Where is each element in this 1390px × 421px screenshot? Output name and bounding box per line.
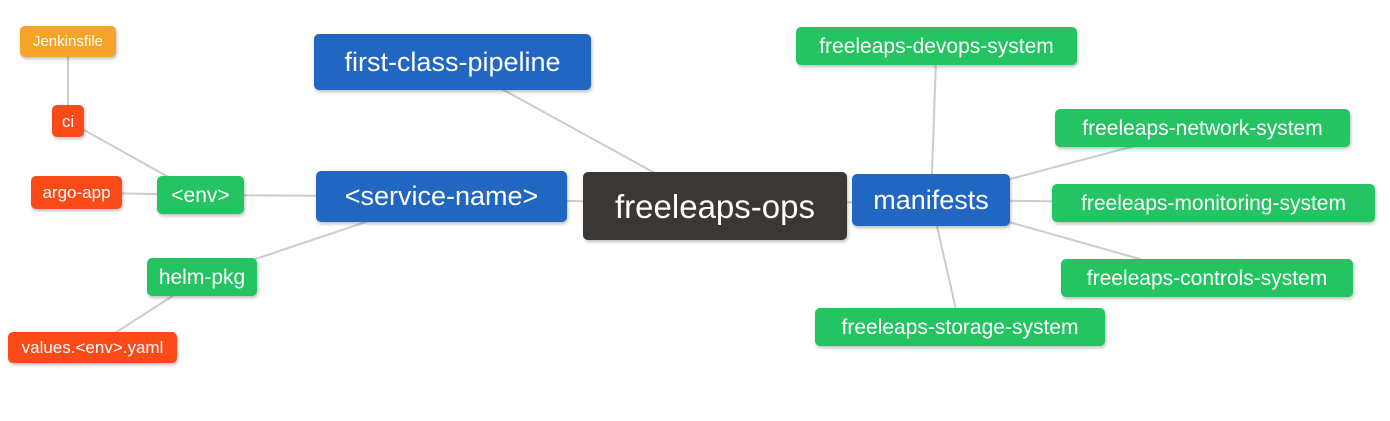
- node-label-network-system: freeleaps-network-system: [1082, 116, 1323, 140]
- node-ci[interactable]: ci: [52, 105, 84, 137]
- node-label-env: <env>: [171, 183, 230, 207]
- node-label-helm-pkg: helm-pkg: [158, 265, 246, 289]
- node-label-storage-system: freeleaps-storage-system: [841, 315, 1079, 339]
- node-service-name[interactable]: <service-name>: [316, 171, 567, 222]
- node-label-first-class-pipeline: first-class-pipeline: [344, 46, 561, 77]
- node-label-freeleaps-ops: freeleaps-ops: [615, 187, 815, 225]
- node-label-ci: ci: [61, 111, 75, 131]
- node-network-system[interactable]: freeleaps-network-system: [1055, 109, 1350, 147]
- node-label-service-name: <service-name>: [344, 181, 539, 211]
- node-manifests[interactable]: manifests: [852, 174, 1010, 226]
- node-label-monitoring-system: freeleaps-monitoring-system: [1081, 191, 1346, 215]
- node-storage-system[interactable]: freeleaps-storage-system: [815, 308, 1105, 346]
- node-freeleaps-ops[interactable]: freeleaps-ops: [583, 172, 847, 240]
- node-label-values-env-yaml: values.<env>.yaml: [21, 338, 164, 357]
- node-first-class-pipeline[interactable]: first-class-pipeline: [314, 34, 591, 90]
- node-label-manifests: manifests: [873, 184, 989, 215]
- node-devops-system[interactable]: freeleaps-devops-system: [796, 27, 1077, 65]
- node-argo-app[interactable]: argo-app: [31, 176, 122, 209]
- node-values-env-yaml[interactable]: values.<env>.yaml: [8, 332, 177, 363]
- node-controls-system[interactable]: freeleaps-controls-system: [1061, 259, 1353, 297]
- node-jenkinsfile[interactable]: Jenkinsfile: [20, 26, 116, 57]
- node-label-controls-system: freeleaps-controls-system: [1086, 266, 1328, 290]
- node-helm-pkg[interactable]: helm-pkg: [147, 258, 257, 296]
- node-label-argo-app: argo-app: [42, 183, 111, 202]
- node-label-devops-system: freeleaps-devops-system: [819, 34, 1054, 58]
- node-monitoring-system[interactable]: freeleaps-monitoring-system: [1052, 184, 1375, 222]
- node-env[interactable]: <env>: [157, 176, 244, 214]
- node-label-jenkinsfile: Jenkinsfile: [32, 33, 104, 50]
